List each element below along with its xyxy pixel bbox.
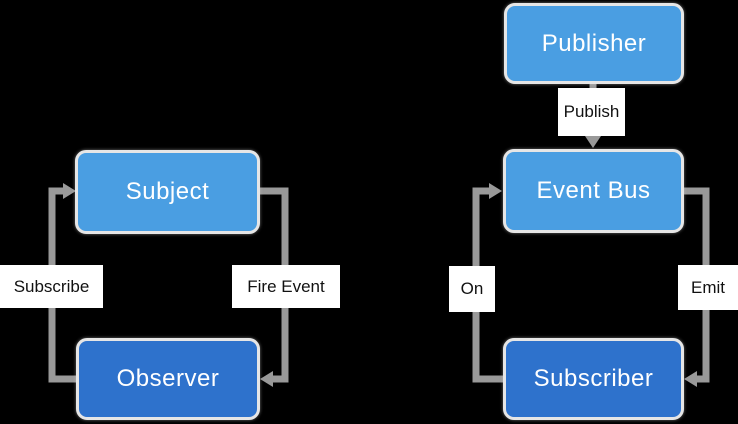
subject-node: Subject (75, 150, 260, 234)
subscriber-node: Subscriber (503, 338, 684, 420)
fire-event-edge-label: Fire Event (232, 265, 340, 308)
subscribe-arrowhead-icon (63, 183, 76, 199)
on-edge-label: On (449, 266, 495, 312)
observer-node: Observer (76, 338, 260, 420)
emit-arrowhead-icon (684, 371, 697, 387)
fire-event-arrowhead-icon (260, 371, 273, 387)
publish-arrowhead-icon (585, 136, 601, 148)
emit-edge-label: Emit (678, 265, 738, 310)
publisher-node: Publisher (504, 3, 684, 84)
subscribe-edge-label: Subscribe (0, 265, 103, 308)
event-bus-node: Event Bus (503, 149, 684, 233)
publish-edge-label: Publish (558, 88, 625, 136)
on-arrowhead-icon (489, 183, 502, 199)
